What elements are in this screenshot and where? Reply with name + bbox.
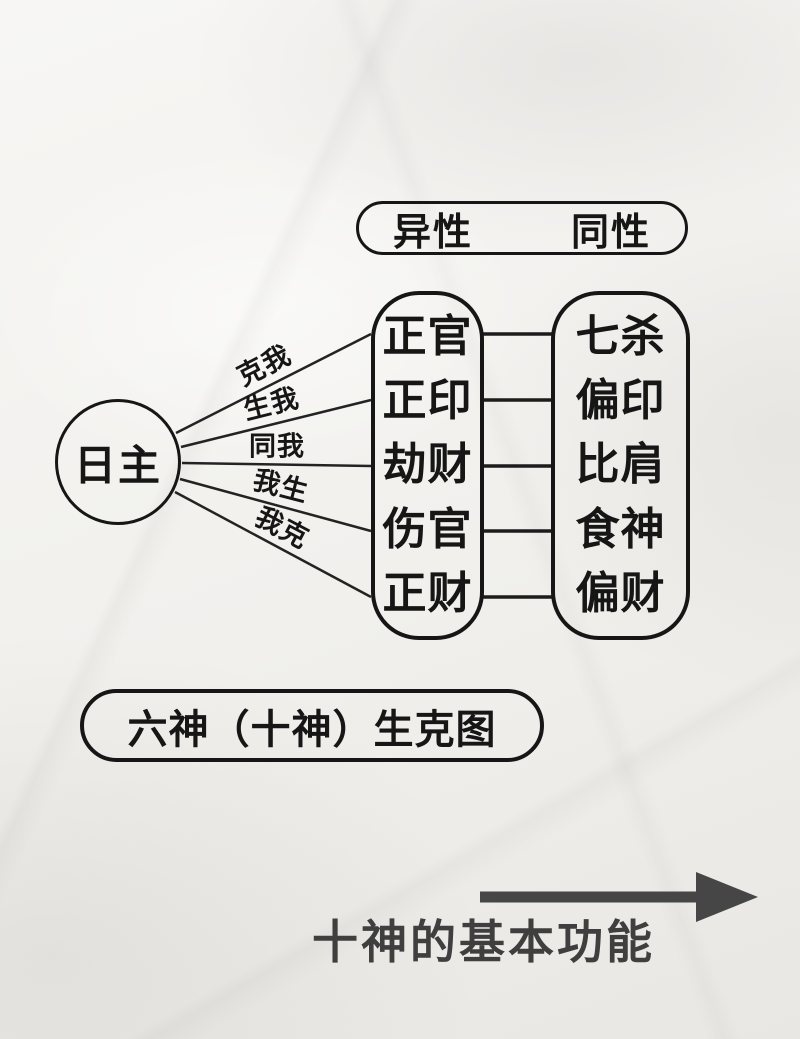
day-master-node: 日主	[55, 399, 181, 525]
caption-box: 六神（十神）生克图	[80, 689, 544, 762]
footer-label: 十神的基本功能	[312, 916, 655, 968]
gender-header: 异性 同性	[356, 201, 688, 255]
yixing-item: 正官	[382, 312, 473, 362]
tongxing-item: 七杀	[575, 312, 666, 362]
fan-line-wosheng	[179, 477, 372, 533]
fan-line-shengwo	[180, 398, 372, 449]
caption-label: 六神（十神）生克图	[127, 707, 497, 752]
relation-label-tongwo: 同我	[249, 431, 305, 462]
fan-line-keiwo	[175, 332, 372, 435]
fan-line-woke	[174, 490, 372, 599]
fan-line-tongwo	[181, 461, 372, 468]
day-master-label: 日主	[73, 441, 162, 489]
yixing-box: 正官 正印 劫财 伤官 正财	[371, 291, 484, 640]
tongxing-item: 偏财	[575, 568, 666, 618]
header-tongxing-label: 同性	[570, 211, 651, 254]
header-yixing-label: 异性	[393, 211, 474, 254]
yixing-item: 正印	[382, 376, 473, 426]
tongxing-box: 七杀 偏印 比肩 食神 偏财	[551, 291, 690, 640]
yixing-item: 正财	[382, 568, 473, 618]
yixing-item: 劫财	[382, 440, 473, 490]
right-arrow-icon	[480, 872, 758, 922]
tongxing-item: 偏印	[575, 376, 666, 426]
yixing-item: 伤官	[382, 504, 473, 554]
tongxing-item: 比肩	[575, 440, 666, 490]
tongxing-item: 食神	[575, 504, 666, 554]
